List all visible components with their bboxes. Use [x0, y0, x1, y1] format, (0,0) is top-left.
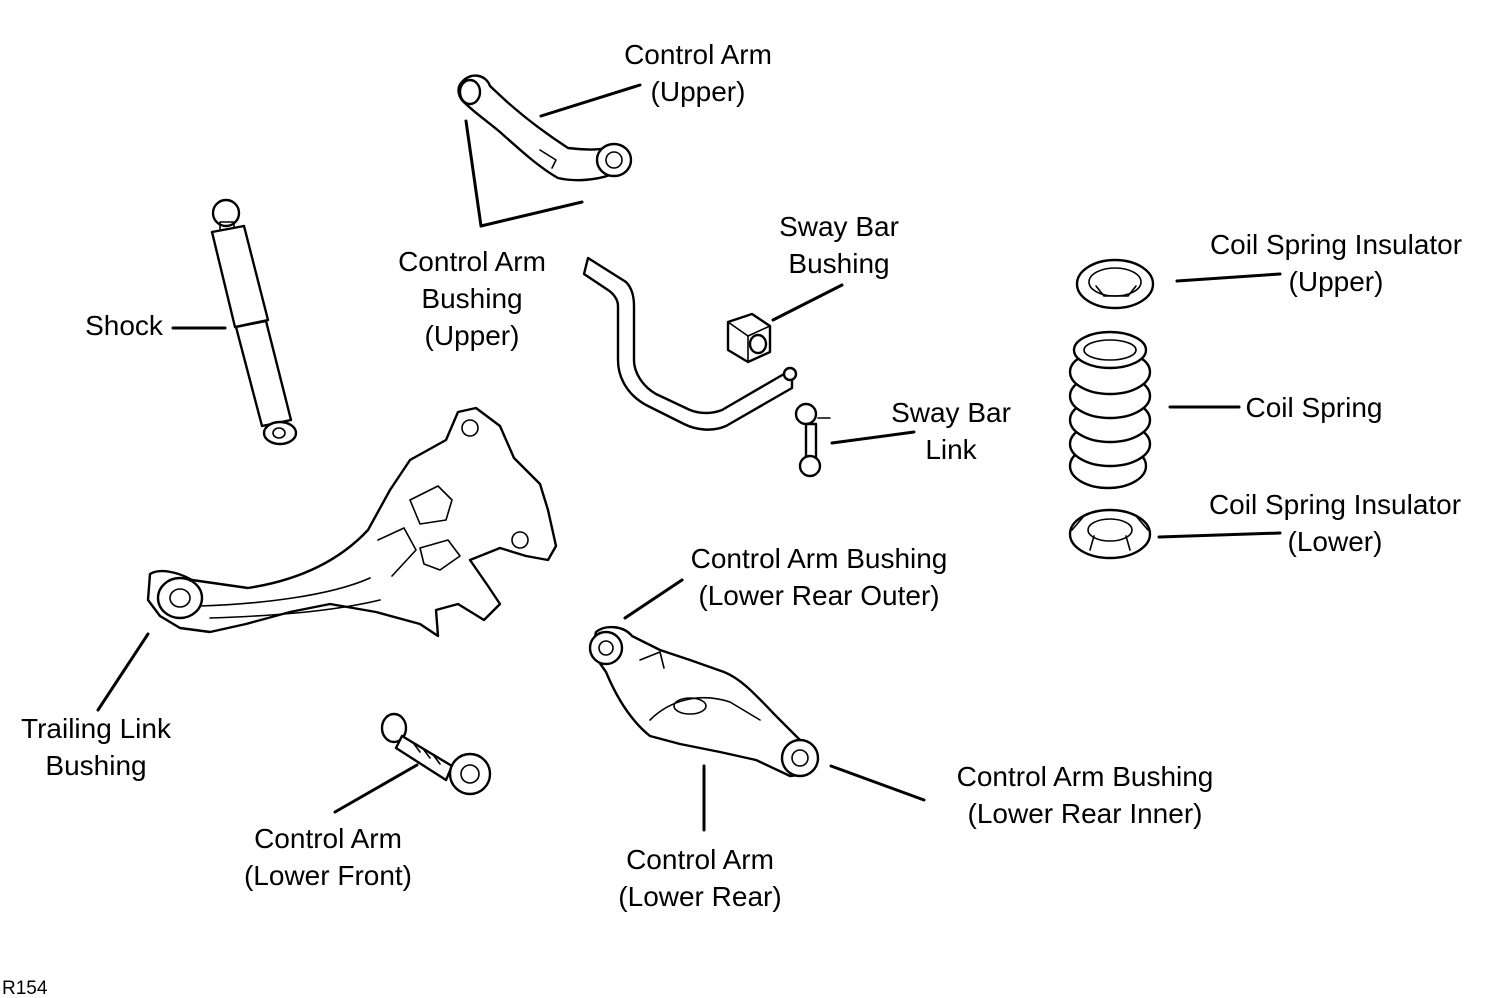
- sway-bar-part: [582, 256, 798, 431]
- leader-lines: [96, 83, 1282, 832]
- sway-bar-bushing-part: [726, 312, 772, 364]
- knuckle-trailing-link-part: [146, 406, 558, 638]
- label-control-arm-upper: Control Arm (Upper): [624, 39, 772, 107]
- label-control-arm-bushing-lower-rear-outer: Control Arm Bushing (Lower Rear Outer): [690, 543, 948, 611]
- coil-spring-part: [1068, 330, 1152, 490]
- label-sway-bar-bushing: Sway Bar Bushing: [779, 211, 899, 279]
- label-trailing-link-bushing: Trailing Link Bushing: [21, 713, 171, 781]
- label-coil-spring: Coil Spring: [1245, 392, 1383, 423]
- label-control-arm-bushing-upper: Control Arm Bushing (Upper): [398, 246, 546, 351]
- figure-code: R154: [2, 978, 48, 998]
- label-coil-spring-insulator-upper: Coil Spring Insulator (Upper): [1209, 229, 1463, 297]
- label-control-arm-bushing-lower-rear-inner: Control Arm Bushing (Lower Rear Inner): [956, 761, 1214, 829]
- shock-part: [210, 198, 298, 446]
- sway-bar-link-part: [794, 402, 831, 478]
- label-control-arm-lower-front: Control Arm (Lower Front): [243, 823, 413, 891]
- coil-spring-insulator-lower-part: [1068, 508, 1152, 560]
- label-shock: Shock: [85, 310, 163, 341]
- label-coil-spring-insulator-lower: Coil Spring Insulator (Lower): [1208, 489, 1462, 557]
- coil-spring-insulator-upper-part: [1075, 258, 1155, 310]
- label-sway-bar-link: Sway Bar Link: [891, 397, 1011, 465]
- label-control-arm-lower-rear: Control Arm (Lower Rear): [618, 844, 782, 912]
- control-arm-lower-rear-part: [588, 625, 820, 778]
- control-arm-lower-front-part: [380, 712, 492, 796]
- upper-control-arm-part: [457, 74, 633, 182]
